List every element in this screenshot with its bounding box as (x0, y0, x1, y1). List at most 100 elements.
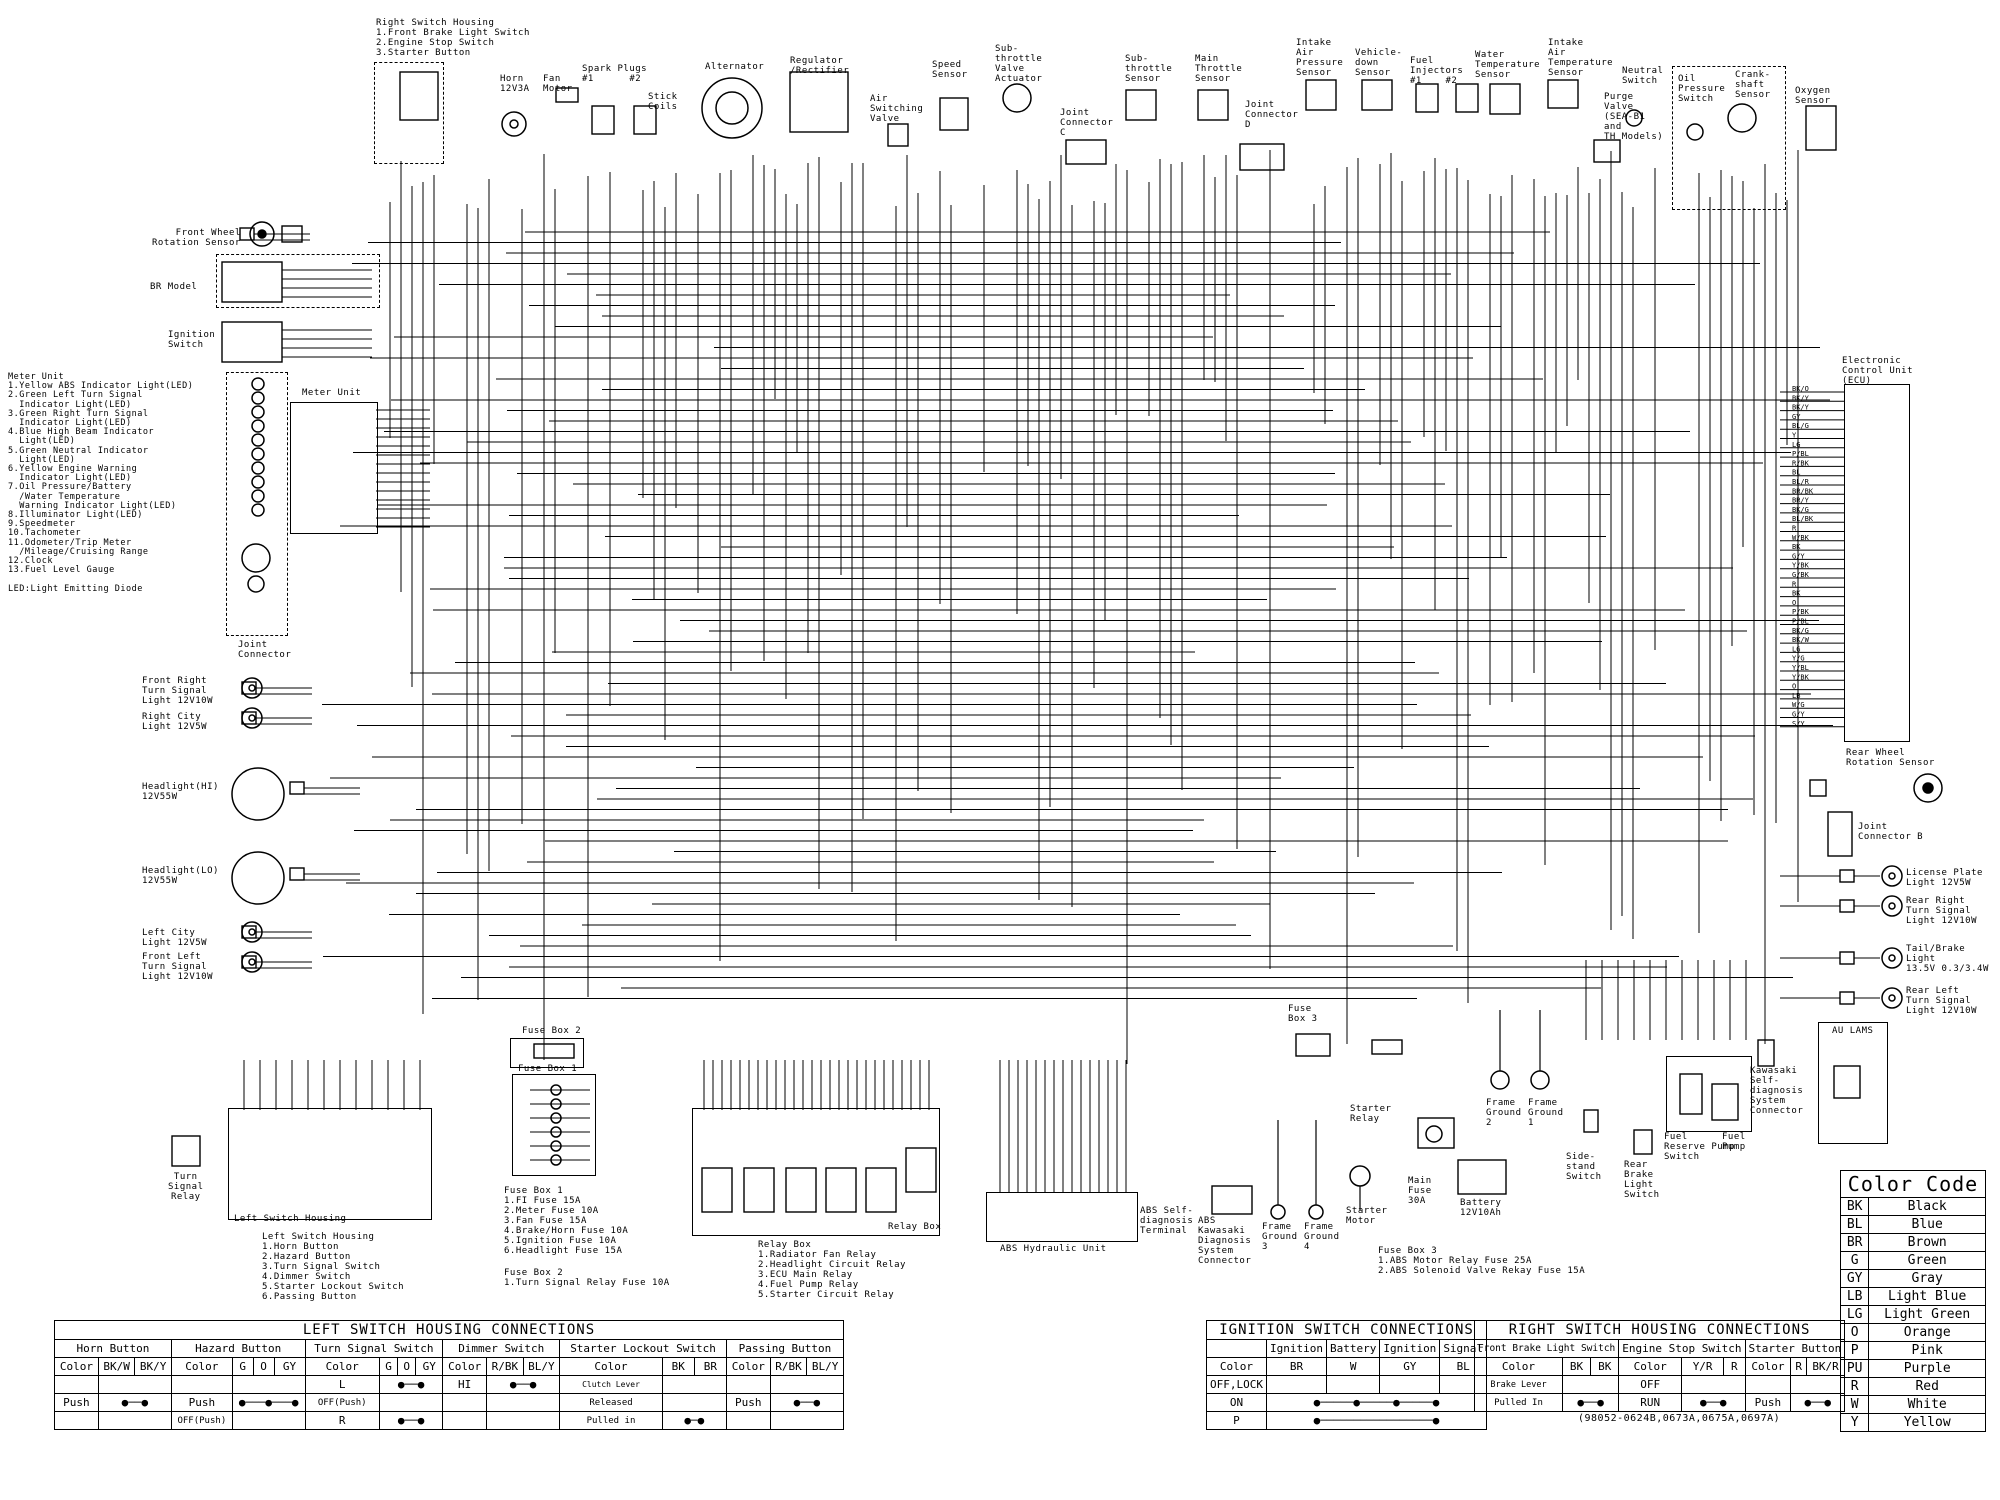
kds-connector (1757, 1039, 1775, 1067)
wire-color-tag: R/BK (1792, 459, 1810, 467)
cell (661, 1375, 727, 1394)
speedmeter-icon (241, 543, 271, 573)
wire-color-tag: S/Y (1792, 720, 1805, 728)
cell: Color (1474, 1357, 1563, 1376)
indicator-light-icon (251, 461, 265, 475)
color-code-name: Red (1868, 1377, 1986, 1396)
cell (170, 1375, 233, 1394)
cell: Push (725, 1393, 771, 1412)
connector (1839, 869, 1855, 883)
cell (231, 1375, 306, 1394)
conn-bar: ●──● (1681, 1393, 1746, 1412)
stick-coils-label: Stick Coils (648, 92, 678, 112)
wire-color-tag: R (1792, 525, 1797, 533)
lsw-group-dimmer: Dimmer Switch (442, 1339, 561, 1358)
lsw-group-turn: Turn Signal Switch (304, 1339, 444, 1358)
color-code-abbr: Y (1839, 1413, 1870, 1432)
color-code-abbr: G (1839, 1251, 1870, 1270)
rear-wheel-sensor-label: Rear Wheel Rotation Sensor (1846, 748, 1935, 768)
ignition-table-title: IGNITION SWITCH CONNECTIONS (1205, 1320, 1488, 1340)
meter-indicator-box (226, 372, 288, 636)
cell: RUN (1618, 1393, 1683, 1412)
right-switch-housing-box (374, 62, 444, 164)
rear-wheel-sensor-icon (1922, 782, 1934, 794)
lamp-icon (248, 958, 256, 966)
color-code-name: Light Blue (1868, 1287, 1986, 1306)
rear-left-turn-label: Rear Left Turn Signal Light 12V10W (1906, 986, 1978, 1016)
left-switch-list: Left Switch Housing 1.Horn Button 2.Haza… (262, 1232, 405, 1302)
wire-color-tag: BK/G (1792, 506, 1809, 514)
rear-lamp-icon (1881, 987, 1903, 1009)
au-lams-label: AU LAMS (1832, 1026, 1874, 1036)
color-code-name: Green (1868, 1251, 1986, 1270)
wire-color-tag: BK/W (1792, 636, 1810, 644)
connector (289, 781, 305, 795)
connector (1839, 899, 1855, 913)
neutral-switch-label: Neutral Switch (1622, 66, 1664, 86)
wire-color-tag: R (1792, 580, 1797, 588)
wire-color-tag: BK/Y (1792, 394, 1810, 402)
cell (1790, 1375, 1846, 1394)
wire-color-tag: G/BK (1792, 571, 1810, 579)
side-stand-switch-icon (1583, 1109, 1599, 1133)
cell: OFF (1618, 1375, 1683, 1394)
tail-brake-label: Tail/Brake Light 13.5V 0.3/3.4W (1906, 944, 1989, 974)
wire-color-tag: Y/G (1792, 655, 1805, 663)
cell: R (1723, 1357, 1746, 1376)
rear-wheel-sensor-icon (1913, 773, 1943, 803)
left-switch-housing-box (228, 1108, 432, 1220)
abs-hydraulic-unit (986, 1192, 1138, 1242)
rear-lamp-icon (1881, 865, 1903, 887)
cell (1206, 1339, 1267, 1358)
connector (1809, 779, 1827, 797)
color-code-abbr: BL (1839, 1215, 1870, 1234)
joint-connector-b (1827, 811, 1853, 857)
cell: G (231, 1357, 254, 1376)
conn-bar: ●─● (661, 1411, 727, 1430)
component-body (399, 71, 439, 121)
meter-unit-list: Meter Unit 1.Yellow ABS Indicator Light(… (8, 372, 194, 594)
fuse-box-2-list: Fuse Box 2 1.Turn Signal Relay Fuse 10A (504, 1268, 670, 1288)
color-code-name: White (1868, 1395, 1986, 1414)
component-body (1197, 89, 1229, 121)
connector (1839, 951, 1855, 965)
cell (97, 1411, 172, 1430)
cell (1265, 1375, 1327, 1394)
starter-relay-label: Starter Relay (1350, 1104, 1392, 1124)
conn-bar: ●──● (378, 1411, 444, 1430)
cell: BK/W (97, 1357, 136, 1376)
connector (1839, 991, 1855, 1005)
rear-lamp-icon (1881, 947, 1903, 969)
color-code-abbr: O (1839, 1323, 1870, 1342)
lamp-icon (241, 921, 263, 943)
wire-color-tag: BL/BK (1792, 515, 1814, 523)
cell: Color (725, 1357, 771, 1376)
color-code-abbr: GY (1839, 1269, 1870, 1288)
component-body (1489, 83, 1521, 115)
wire-color-tag: BR/BK (1792, 487, 1814, 495)
lsw-group-lockout: Starter Lockout Switch (559, 1339, 727, 1358)
cell: GY (273, 1357, 306, 1376)
component-body (887, 123, 909, 147)
wire-color-tag: G/Y (1792, 711, 1805, 719)
cell: O (397, 1357, 417, 1376)
turn-signal-relay-icon (171, 1135, 201, 1167)
regulator-label: Regulator /Rectifier (790, 56, 850, 76)
component-body (1361, 79, 1393, 111)
ground-icon (1270, 1204, 1286, 1220)
wire-color-tag: Y/BK (1792, 562, 1810, 570)
cell: BK (1561, 1357, 1592, 1376)
color-code-abbr: R (1839, 1377, 1870, 1396)
indicator-light-icon (251, 433, 265, 447)
kds-label: Kawasaki Self- diagnosis System Connecto… (1750, 1066, 1804, 1116)
cell: Battery (1325, 1339, 1381, 1358)
relay-box-list: Relay Box 1.Radiator Fan Relay 2.Headlig… (758, 1240, 906, 1300)
fuse-box-1-list: Fuse Box 1 1.FI Fuse 15A 2.Meter Fuse 10… (504, 1186, 629, 1256)
wire-color-tag: LG (1792, 441, 1800, 449)
cell (97, 1375, 172, 1394)
